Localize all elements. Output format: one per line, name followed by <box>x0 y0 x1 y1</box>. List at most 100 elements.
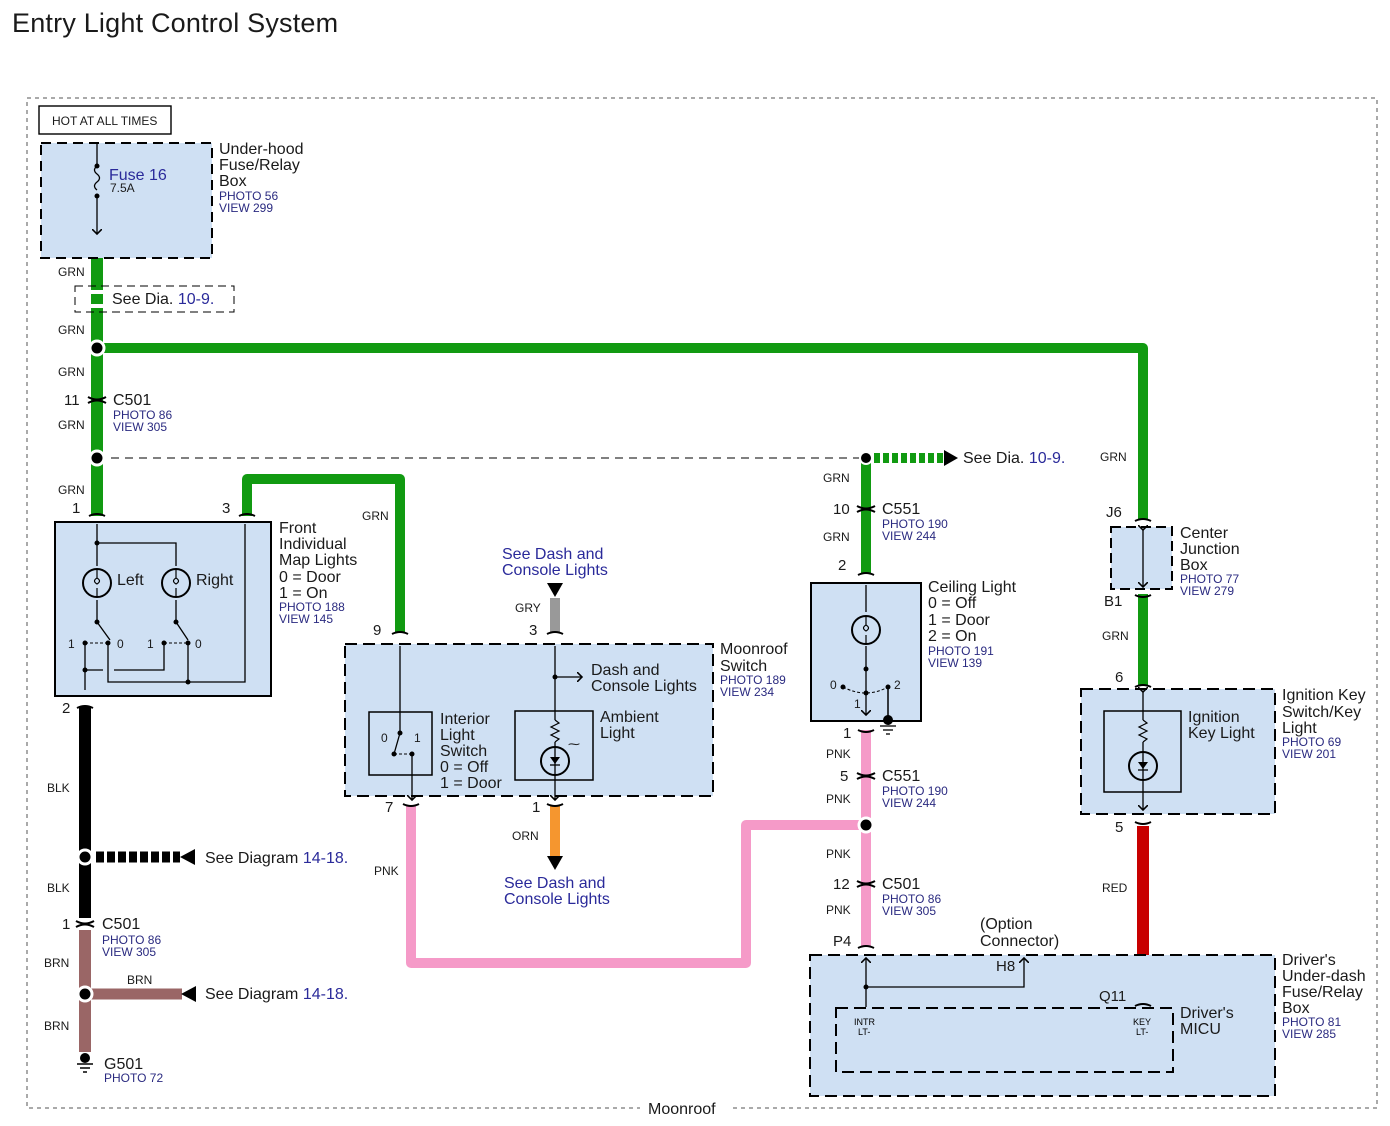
switch-pos-label: 0 <box>381 731 388 745</box>
ground-g501: G501 PHOTO 72 <box>77 1053 163 1085</box>
moonroof-photo[interactable]: PHOTO 189 <box>720 673 786 687</box>
underhood-photo[interactable]: PHOTO 56 <box>219 189 278 203</box>
dash-console-1: Dash and <box>591 662 660 679</box>
bulb-icon <box>161 568 191 598</box>
pin-number: 9 <box>373 622 381 639</box>
connector-view[interactable]: VIEW 305 <box>882 904 936 918</box>
option-connector-1: (Option <box>980 916 1032 933</box>
pin-number: 2 <box>838 557 846 574</box>
ceiling-name-3: 1 = Door <box>928 612 990 629</box>
pin-number: 5 <box>1115 819 1123 836</box>
pin-number: 2 <box>62 700 70 717</box>
map-lights-name-3: Map Lights <box>279 552 357 569</box>
ambient-name-2: Light <box>600 725 635 742</box>
see-dash-top-1[interactable]: See Dash and <box>502 546 603 563</box>
connector-name: C501 <box>113 392 151 409</box>
pin-number: 10 <box>833 501 850 518</box>
fuse-label: Fuse 16 <box>109 167 167 184</box>
moonroof-name-1: Moonroof <box>720 641 788 658</box>
arrow-dash-bottom <box>547 856 563 870</box>
interior-switch-name-2: Light <box>440 727 475 744</box>
ground-photo[interactable]: PHOTO 72 <box>104 1071 163 1085</box>
connector-view[interactable]: VIEW 305 <box>113 420 167 434</box>
underdash-photo[interactable]: PHOTO 81 <box>1282 1015 1341 1029</box>
cjb-name-2: Junction <box>1180 541 1240 558</box>
see-diagram-brn-link[interactable]: See Diagram 14-18. <box>205 986 348 1003</box>
resistor-icon <box>549 719 561 743</box>
option-connector-2: Connector) <box>980 933 1059 950</box>
bulb-icon <box>851 615 881 645</box>
pin-number: 1 <box>843 725 851 742</box>
ignition-inner-2: Key Light <box>1188 725 1255 742</box>
connector-photo[interactable]: PHOTO 190 <box>882 517 948 531</box>
pin-number: 3 <box>529 622 537 639</box>
underdash-name-2: Under-dash <box>1282 968 1366 985</box>
wire-label-blk: BLK <box>47 881 70 895</box>
ignition-photo[interactable]: PHOTO 69 <box>1282 735 1341 749</box>
pin-number: 6 <box>1115 669 1123 686</box>
wire-label-grn: GRN <box>1100 450 1127 464</box>
interior-switch-name-5: 1 = Door <box>440 775 502 792</box>
bulb-icon <box>82 568 112 598</box>
switch-pos-label: 1 <box>854 697 861 711</box>
underdash-name-3: Fuse/Relay <box>1282 984 1363 1001</box>
wire-label-pnk: PNK <box>374 864 399 878</box>
wire-label-brn: BRN <box>127 973 152 987</box>
pin-number: 1 <box>532 799 540 816</box>
switch-pos-label: 2 <box>894 678 901 692</box>
wire-label-grn: GRN <box>823 471 850 485</box>
wire-label-orn: ORN <box>512 829 539 843</box>
ignition-name-1: Ignition Key <box>1282 687 1366 704</box>
connector-view[interactable]: VIEW 305 <box>102 945 156 959</box>
ceiling-name-2: 0 = Off <box>928 595 977 612</box>
right-bulb-label: Right <box>196 572 234 589</box>
see-diagram-blk-link[interactable]: See Diagram 14-18. <box>205 850 348 867</box>
wire-label-brn: BRN <box>44 1019 69 1033</box>
underhood-name-2: Fuse/Relay <box>219 157 300 174</box>
fuse-icon <box>93 165 101 191</box>
see-dash-bottom-2[interactable]: Console Lights <box>504 891 610 908</box>
ceiling-photo[interactable]: PHOTO 191 <box>928 644 994 658</box>
map-lights-photo[interactable]: PHOTO 188 <box>279 600 345 614</box>
cjb-name-3: Box <box>1180 557 1208 574</box>
underhood-name-3: Box <box>219 173 247 190</box>
map-lights-name-2: Individual <box>279 536 347 553</box>
splice-dot <box>859 451 873 465</box>
cjb-photo[interactable]: PHOTO 77 <box>1180 572 1239 586</box>
underdash-view[interactable]: VIEW 285 <box>1282 1027 1336 1041</box>
switch-pos-label: 0 <box>830 678 837 692</box>
underhood-view[interactable]: VIEW 299 <box>219 201 273 215</box>
connector-view[interactable]: VIEW 244 <box>882 796 936 810</box>
ceiling-light: 2 0 1 2 Ceiling Light 0 = Off 1 = Door 2… <box>810 557 1017 742</box>
ignition-name-3: Light <box>1282 720 1317 737</box>
see-dia-top-link[interactable]: See Dia. 10-9. <box>112 291 214 308</box>
ceiling-view[interactable]: VIEW 139 <box>928 656 982 670</box>
hot-at-all-times-box <box>38 105 172 135</box>
switch-pos-label: 0 <box>117 637 124 651</box>
connector-photo[interactable]: PHOTO 86 <box>882 892 941 906</box>
connector-photo[interactable]: PHOTO 190 <box>882 784 948 798</box>
map-lights-name-1: Front <box>279 520 317 537</box>
map-lights-view[interactable]: VIEW 145 <box>279 612 333 626</box>
connector-photo[interactable]: PHOTO 86 <box>113 408 172 422</box>
arrow-see-diagram-blk <box>180 849 195 865</box>
pin-number: 11 <box>64 392 80 409</box>
connector-name: C501 <box>882 876 920 893</box>
wire-label-grn: GRN <box>1102 629 1129 643</box>
cjb-view[interactable]: VIEW 279 <box>1180 584 1234 598</box>
wire-label-red: RED <box>1102 881 1128 895</box>
see-dash-top-2[interactable]: Console Lights <box>502 562 608 579</box>
see-dia-box-top <box>74 285 235 313</box>
wire-label-pnk: PNK <box>826 903 851 917</box>
splices <box>76 339 875 1003</box>
moonroof-border-label: Moonroof <box>648 1101 716 1118</box>
see-dia-right-link[interactable]: See Dia. 10-9. <box>963 450 1065 467</box>
underdash-name-1: Driver's <box>1282 952 1336 969</box>
connector-view[interactable]: VIEW 244 <box>882 529 936 543</box>
see-dash-bottom-1[interactable]: See Dash and <box>504 875 605 892</box>
left-bulb-label: Left <box>117 572 144 589</box>
ignition-view[interactable]: VIEW 201 <box>1282 747 1336 761</box>
moonroof-view[interactable]: VIEW 234 <box>720 685 774 699</box>
connector-photo[interactable]: PHOTO 86 <box>102 933 161 947</box>
wire-label-grn: GRN <box>58 483 85 497</box>
